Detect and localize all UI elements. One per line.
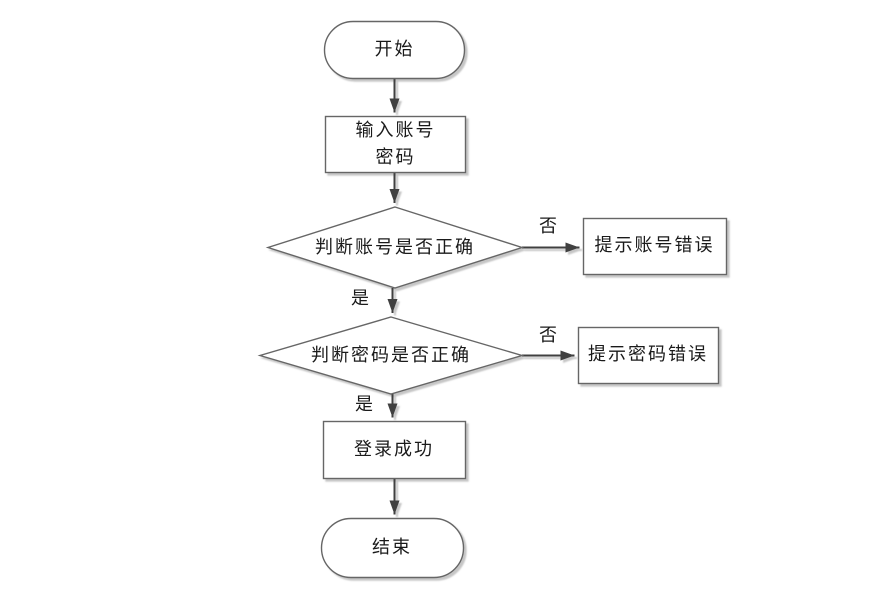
password-error-process-shape: [577, 326, 720, 385]
check-password-decision-shape: [257, 316, 525, 395]
start-terminator-shape: [323, 20, 466, 80]
account-error-process-shape: [582, 217, 728, 276]
check-account-decision-shape: [265, 206, 525, 289]
login-success-process-shape: [322, 420, 467, 480]
input-process-shape: [324, 115, 467, 174]
end-terminator-shape: [320, 517, 465, 579]
